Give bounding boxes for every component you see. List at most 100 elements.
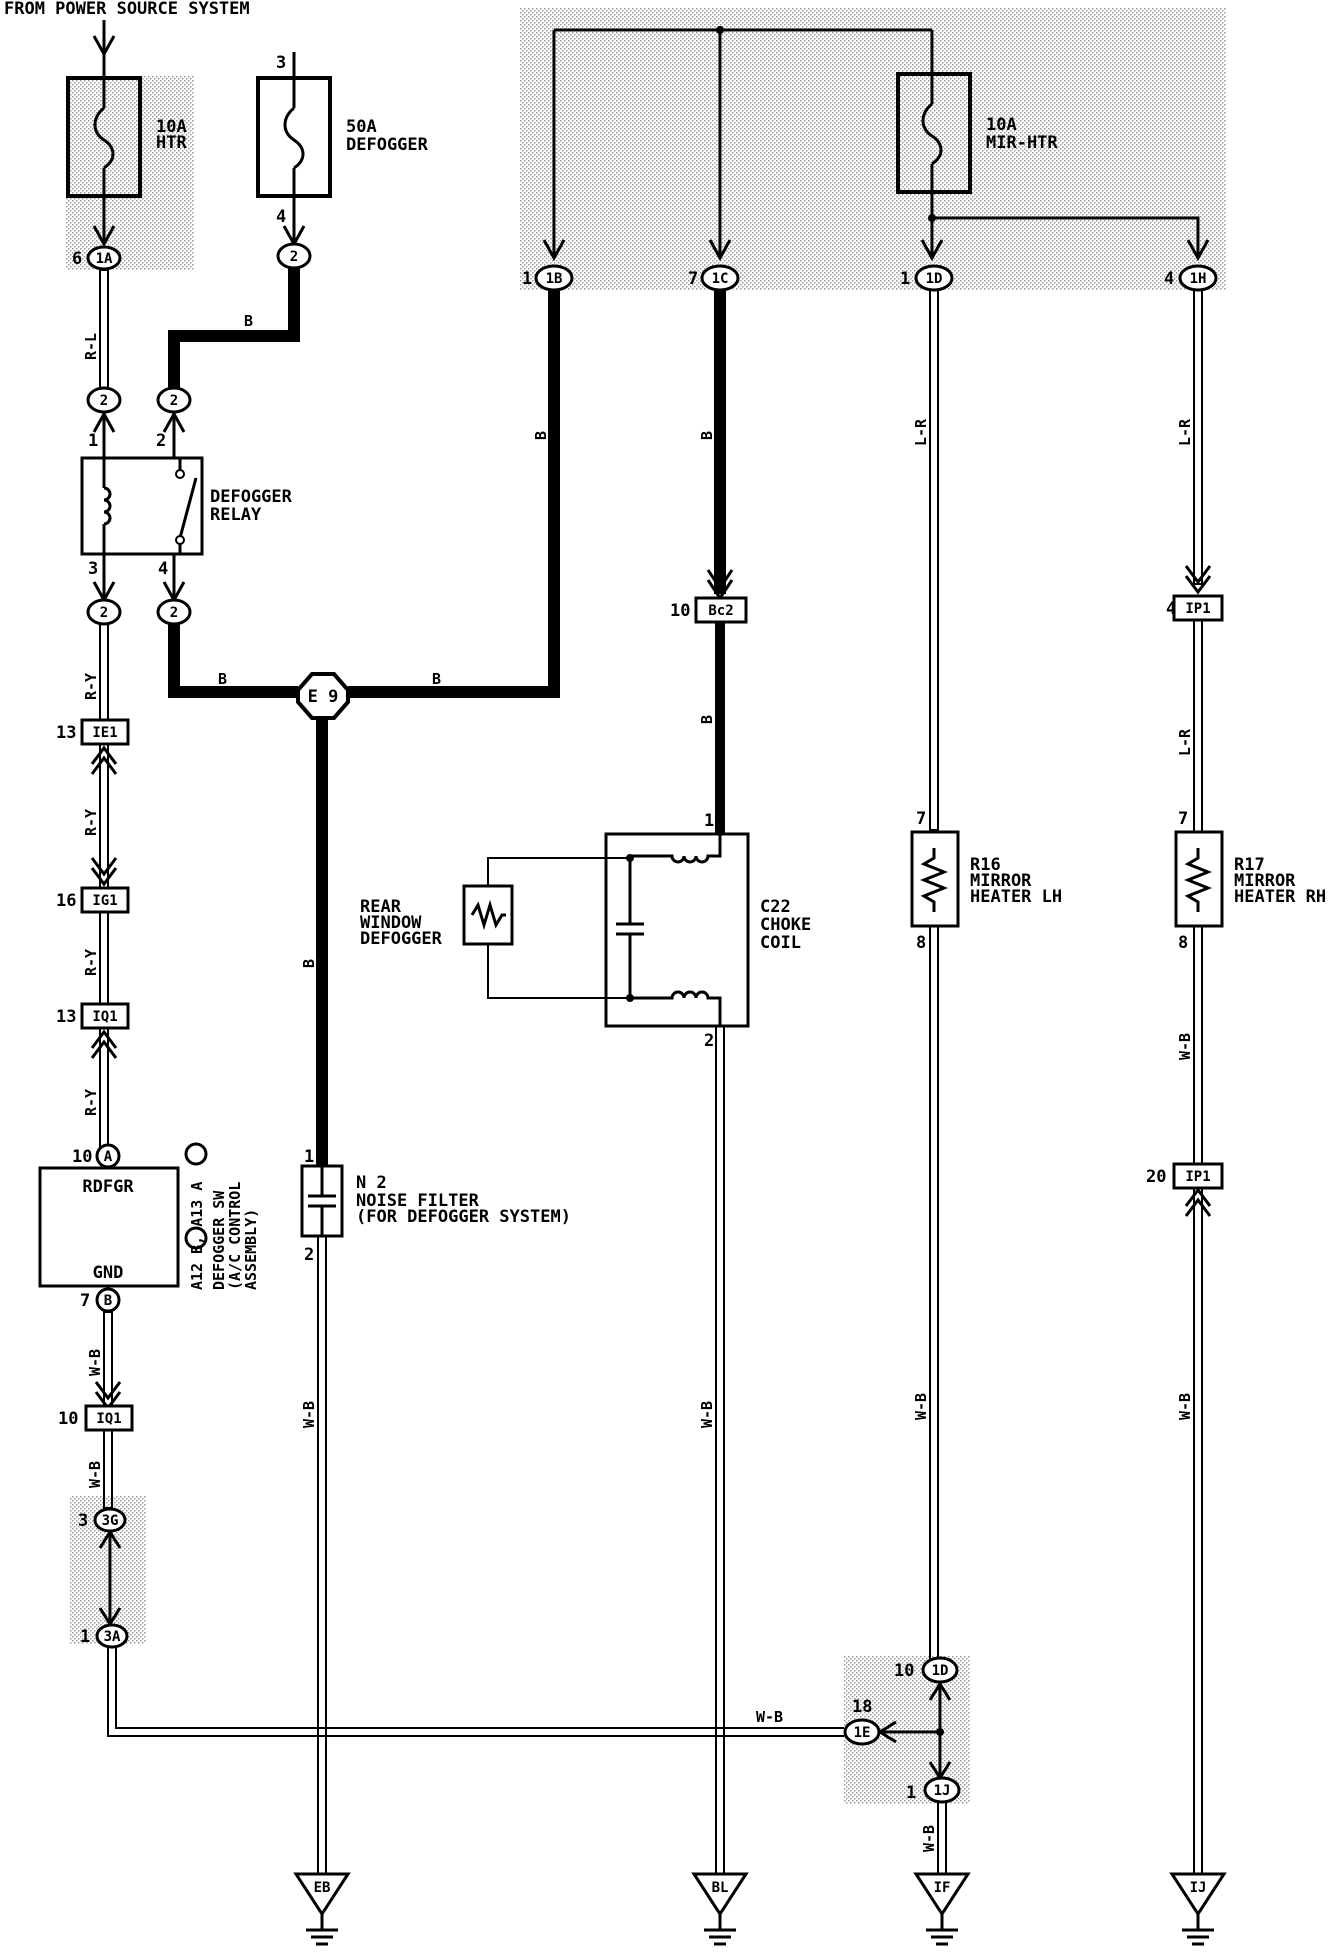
shaded-area-htr-fuse bbox=[66, 76, 194, 270]
r17-name-2: MIRROR bbox=[1234, 871, 1296, 891]
ground-eb-symbol bbox=[306, 1914, 338, 1946]
connector-1a-label: 1A bbox=[96, 251, 113, 267]
wire-label-w-b-r16: W-B bbox=[912, 1393, 930, 1420]
jb-arrow-1h bbox=[1186, 239, 1210, 262]
wire-l-r-1h bbox=[1193, 289, 1203, 585]
wire-label-w-b-ij: W-B bbox=[1176, 1393, 1194, 1420]
rear-window-defogger bbox=[462, 884, 514, 946]
wire-label-w-b-bus: W-B bbox=[756, 1708, 783, 1726]
relay-name-1: DEFOGGER bbox=[210, 487, 293, 507]
rear-defogger-name-3: DEFOGGER bbox=[360, 929, 443, 949]
fuse-defogger-element bbox=[283, 106, 305, 170]
connector-3a-label: 3A bbox=[104, 1629, 121, 1645]
c22-pin-2: 2 bbox=[704, 1031, 714, 1051]
ground-bl-symbol bbox=[704, 1914, 736, 1946]
r16-pin-8: 8 bbox=[916, 933, 926, 953]
fuse-defogger-pin-bottom: 4 bbox=[276, 207, 286, 227]
connector-b-side bbox=[184, 1226, 208, 1250]
wire-label-w-b-2: W-B bbox=[86, 1461, 104, 1488]
ground-eb-label: EB bbox=[314, 1880, 331, 1896]
relay-pin-4: 4 bbox=[158, 559, 168, 579]
junction-e9-label: E 9 bbox=[308, 687, 339, 707]
pin-7-sw: 7 bbox=[80, 1291, 90, 1311]
pin-13-b: 13 bbox=[56, 1007, 76, 1027]
ground-bl bbox=[691, 1872, 749, 1917]
connector-1b bbox=[534, 264, 574, 292]
connector-1h-label: 1H bbox=[1190, 271, 1207, 287]
relay-coil bbox=[103, 486, 112, 526]
noise-filter-name-1: N 2 bbox=[356, 1173, 387, 1193]
wire-w-b-c22 bbox=[715, 1025, 725, 1875]
pin-1-1j: 1 bbox=[906, 1783, 916, 1803]
fuse-mir-htr-box bbox=[896, 72, 972, 194]
n2-pin-2: 2 bbox=[304, 1245, 314, 1265]
connector-ig1-label: IG1 bbox=[92, 893, 117, 909]
choke-coil-winding-top bbox=[630, 834, 722, 864]
junction-e9 bbox=[296, 672, 350, 720]
fuse-mir-htr-element bbox=[921, 102, 943, 166]
connector-iq1-a-label: IQ1 bbox=[92, 1009, 117, 1025]
rear-defogger-name-1: REAR bbox=[360, 897, 402, 917]
c22-pin-1: 1 bbox=[704, 811, 714, 831]
pin-10-bc2: 10 bbox=[670, 601, 690, 621]
defogger-wire-bottom bbox=[487, 944, 630, 999]
pin-6: 6 bbox=[72, 249, 82, 269]
ground-if bbox=[913, 1872, 971, 1917]
connector-2-relay-3-label: 2 bbox=[100, 605, 108, 621]
wire-w-b-r16 bbox=[929, 925, 939, 1663]
rear-defogger-name-2: WINDOW bbox=[360, 913, 422, 933]
pin-4-ip1: 4 bbox=[1166, 599, 1176, 619]
fuse-htr-amp: 10A bbox=[156, 117, 187, 137]
connector-2-relay-4-label: 2 bbox=[170, 605, 178, 621]
wire-label-w-b-1j: W-B bbox=[920, 1825, 938, 1852]
pin-13-a: 13 bbox=[56, 723, 76, 743]
choke-coil-name-3: COIL bbox=[760, 933, 801, 953]
pin-20-ip1: 20 bbox=[1146, 1167, 1166, 1187]
wire-label-w-b-1: W-B bbox=[86, 1349, 104, 1376]
pin-4-1h: 4 bbox=[1164, 269, 1174, 289]
choke-coil-name-2: CHOKE bbox=[760, 915, 811, 935]
pin-1-1d: 1 bbox=[900, 269, 910, 289]
wire-label-w-b-n2: W-B bbox=[300, 1401, 318, 1428]
rear-window-defogger-resistor bbox=[470, 899, 506, 931]
ground-ij-label: IJ bbox=[1190, 1880, 1207, 1896]
pin-16: 16 bbox=[56, 891, 76, 911]
iq1-arrow-down bbox=[94, 1381, 122, 1411]
r16-pin-7: 7 bbox=[916, 809, 926, 829]
connector-1c-label: 1C bbox=[712, 271, 729, 287]
connector-ip1-b-label: IP1 bbox=[1185, 1169, 1210, 1185]
wire-label-b-4: B bbox=[532, 431, 550, 440]
connector-1b-label: 1B bbox=[546, 271, 563, 287]
arrow-3g bbox=[98, 1529, 122, 1549]
wire-label-l-r-3: L-R bbox=[1176, 728, 1194, 756]
ground-if-label: IF bbox=[934, 1880, 951, 1896]
pin-18-1e: 18 bbox=[852, 1697, 872, 1717]
pin-1-1b: 1 bbox=[522, 269, 532, 289]
r17-name-1: R17 bbox=[1234, 855, 1265, 875]
wire-label-r-y-3: R-Y bbox=[82, 949, 100, 976]
connector-iq1-b-label: IQ1 bbox=[96, 1411, 121, 1427]
pin-7-1c: 7 bbox=[688, 269, 698, 289]
wire-label-b-2: B bbox=[218, 670, 227, 688]
connector-1d-top-label: 1D bbox=[926, 271, 943, 287]
wire-l-r-1d bbox=[929, 289, 939, 831]
wire-r-y-3 bbox=[99, 911, 109, 1005]
ground-ij bbox=[1169, 1872, 1227, 1917]
ground-ij-symbol bbox=[1182, 1914, 1214, 1946]
connector-3a bbox=[95, 1623, 129, 1649]
wire-label-b-3: B bbox=[432, 670, 441, 688]
wire-label-l-r-1: L-R bbox=[912, 418, 930, 446]
connector-ip1-a bbox=[1172, 594, 1224, 622]
wire-r-l bbox=[99, 269, 109, 389]
pin-10-b: 10 bbox=[58, 1409, 78, 1429]
wire-label-r-y-4: R-Y bbox=[82, 1089, 100, 1116]
wire-b-fuse-relay bbox=[168, 268, 300, 390]
connector-1e-label: 1E bbox=[854, 1725, 871, 1741]
defogger-sw-side-4: ASSEMBLY) bbox=[242, 1209, 260, 1290]
wire-b-relay-e9 bbox=[168, 624, 298, 698]
r17-resistor bbox=[1183, 848, 1213, 912]
source-label: FROM POWER SOURCE SYSTEM bbox=[4, 0, 250, 19]
connector-2-relay-1-label: 2 bbox=[100, 393, 108, 409]
relay-pin-2: 2 bbox=[156, 431, 166, 451]
connector-3g-label: 3G bbox=[102, 1513, 119, 1529]
